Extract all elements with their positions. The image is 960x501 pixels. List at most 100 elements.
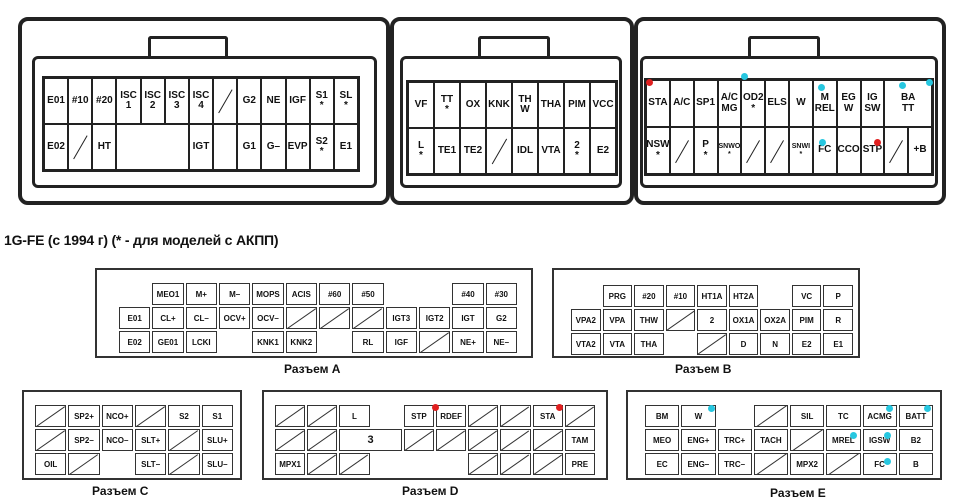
pin-VTA: VTA <box>602 333 633 355</box>
pin-TACH: TACH <box>753 429 788 451</box>
pin-blank <box>213 124 238 170</box>
pin-blank <box>564 405 595 427</box>
connector-e-label: Разъем E <box>770 486 826 500</box>
pin-20: #20 <box>634 285 664 307</box>
pin-VPA: VPA <box>602 309 633 331</box>
pin-P: P * <box>693 127 718 174</box>
cyan-marker <box>708 405 715 412</box>
pin-E02: E02 <box>44 124 69 170</box>
pin-BM: BM <box>645 405 680 427</box>
pin-EVP: EVP <box>285 124 310 170</box>
pin-blank <box>116 124 189 170</box>
pin-G2: G2 <box>485 307 517 329</box>
pin-blank <box>760 285 790 307</box>
cyan-marker <box>850 432 857 439</box>
pin-TT: TT * <box>434 82 460 128</box>
pin-TAM: TAM <box>564 429 595 451</box>
pin-THA: THA <box>634 333 664 355</box>
pin-blank <box>419 283 450 305</box>
pin-blank <box>436 429 467 451</box>
pin-blank <box>765 127 789 174</box>
pin-S2: S2 * <box>309 124 334 170</box>
pin-THA: THA <box>538 82 564 128</box>
pin-KNK: KNK <box>486 82 512 128</box>
pin-OCV-plus: OCV+ <box>218 307 251 329</box>
pin-blank <box>275 429 306 451</box>
pin-TC: TC <box>826 405 861 427</box>
pin-E01: E01 <box>119 307 151 329</box>
pin-blank <box>753 453 788 475</box>
pin-blank <box>307 453 338 475</box>
pin-blank <box>219 331 250 353</box>
pin-blank <box>403 429 434 451</box>
pin-THW: TH W <box>512 82 538 128</box>
pin-TE2: TE2 <box>460 128 486 174</box>
pin-OX2A: OX2A <box>760 309 790 331</box>
cyan-marker <box>818 84 825 91</box>
pin-blank <box>500 405 531 427</box>
pin-ACMG: A/C MG <box>717 80 742 127</box>
pin-ACIS: ACIS <box>285 283 317 305</box>
pin-IGT: IGT <box>452 307 484 329</box>
pin-blank <box>339 453 370 475</box>
pin-E2: E2 <box>791 333 822 355</box>
pin-CCO: CCO <box>836 127 861 174</box>
pin-20: #20 <box>92 78 117 124</box>
pin-MOPS: MOPS <box>252 283 284 305</box>
top-middle-pin-grid: VF TT * OX KNK TH W THA PIM VCC L * TE1 … <box>406 80 618 176</box>
pin-VTA: VTA <box>538 128 564 174</box>
pin-KNK2: KNK2 <box>285 331 317 353</box>
pin-D: D <box>728 333 759 355</box>
cyan-marker <box>741 73 748 80</box>
pin-L: L * <box>408 128 434 174</box>
pin-30: #30 <box>485 283 517 305</box>
red-marker <box>432 404 439 411</box>
pin-PIM: PIM <box>564 82 590 128</box>
pin-blank <box>790 429 825 451</box>
pin-IGF: IGF <box>385 331 417 353</box>
pin-P: P <box>823 285 853 307</box>
pin-TE1: TE1 <box>434 128 460 174</box>
pin-OIL: OIL <box>35 453 67 475</box>
top-left-pin-grid: E01 #10 #20 ISC 1 ISC 2 ISC 3 ISC 4 G2 N… <box>42 76 360 172</box>
pin-VPA2: VPA2 <box>571 309 601 331</box>
pin-blank <box>372 405 402 427</box>
pin-S1: S1 * <box>309 78 334 124</box>
connector-c-label: Разъем C <box>92 484 149 498</box>
pin-ISC4: ISC 4 <box>188 78 214 124</box>
pin-blank <box>102 453 133 475</box>
pin-EGW: EG W <box>836 80 861 127</box>
pin-blank <box>134 405 167 427</box>
connector-d-pin-grid: L STP RDEF STA 3 TAM MPX1 PRE <box>274 404 596 476</box>
pin-MEO1: MEO1 <box>152 283 184 305</box>
pin-blank <box>352 307 384 329</box>
cyan-marker <box>886 405 893 412</box>
pin-E01: E01 <box>44 78 69 124</box>
pin-IGT: IGT <box>188 124 214 170</box>
pin-L: L <box>339 405 370 427</box>
pin-SLU-plus: SLU+ <box>201 429 233 451</box>
pin-IGSW: IGSW <box>862 429 897 451</box>
pin-blank <box>486 128 512 174</box>
pin-blank <box>35 405 67 427</box>
pin-NE-minus: NE– <box>485 331 517 353</box>
pin-E1: E1 <box>823 333 853 355</box>
pin-MREL: M REL <box>812 80 837 127</box>
pin-AC: A/C <box>669 80 694 127</box>
connector-e-pin-grid: BM W SIL TC ACMG BATT MEO ENG+ TRC+ TACH… <box>644 404 934 476</box>
pin-R: R <box>823 309 853 331</box>
cyan-marker <box>819 139 826 146</box>
pin-TRC-minus: TRC– <box>717 453 752 475</box>
pin-GE01: GE01 <box>152 331 184 353</box>
pin-SLU-minus: SLU– <box>201 453 233 475</box>
pin-E02: E02 <box>119 331 151 353</box>
pin-blank <box>532 429 563 451</box>
pin-blank <box>500 453 531 475</box>
pin-BATT: BA TT <box>884 80 932 127</box>
pin-NCO-minus: NCO– <box>101 429 133 451</box>
pin-IGT3: IGT3 <box>385 307 417 329</box>
pin-G-: G– <box>261 124 286 170</box>
pin-TRC-plus: TRC+ <box>717 429 752 451</box>
pin-SL: SL * <box>333 78 358 124</box>
pin-3: 3 <box>339 429 402 451</box>
